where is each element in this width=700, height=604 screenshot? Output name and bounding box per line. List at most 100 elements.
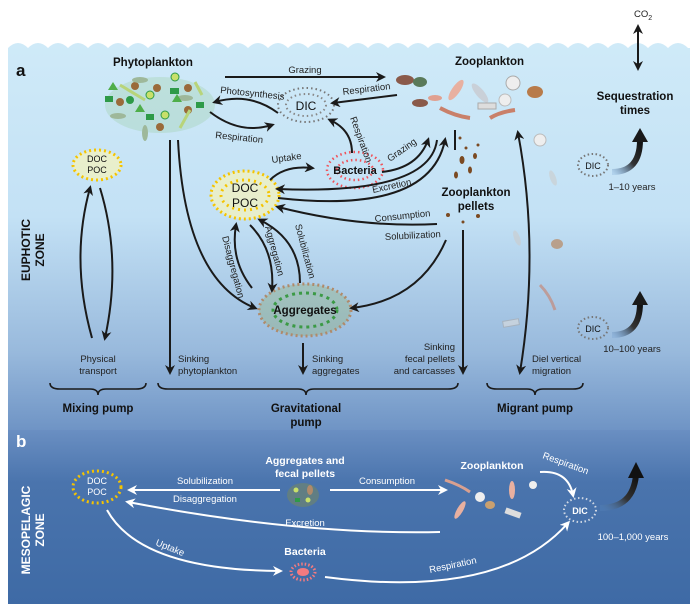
mesopelagic-zone-label: MESOPELAGIC ZONE: [19, 485, 47, 574]
pellets-to-aggregates-arrow: [349, 239, 447, 313]
meso-uptake-arrow: [106, 509, 283, 576]
svg-text:EUPHOTIC: EUPHOTIC: [19, 219, 33, 281]
panel-b-label: b: [16, 432, 26, 451]
meso-dic-cloud: [563, 497, 597, 523]
migrant-pump-label: Migrant pump: [497, 403, 573, 415]
grazing-bact-arrow: [381, 137, 431, 173]
phytoplankton-label: Phytoplankton: [113, 57, 193, 69]
meso-sequestration-time: 100–1,000 years: [598, 532, 669, 543]
pellets-dots: [446, 136, 480, 224]
sinking-phyto-line2: phytoplankton: [178, 366, 237, 377]
respiration-zoo-arrow: [330, 94, 398, 108]
dic-1-cloud: [577, 153, 609, 177]
meso-poc-label: POC: [87, 487, 107, 497]
disaggregation-arrow: [229, 222, 253, 289]
meso-bacteria-label: Bacteria: [284, 546, 326, 558]
sequestration-arrow-1: [611, 139, 643, 175]
doc-poc-cloud: [209, 169, 281, 221]
meso-aggregates-line2: fecal pellets: [275, 468, 335, 480]
sinking-agg-line2: aggregates: [312, 366, 360, 377]
meso-sequestration-arrow: [599, 474, 639, 511]
consumption-arrow: [277, 137, 449, 203]
euphotic-zone-label: EUPHOTIC ZONE: [19, 219, 47, 281]
uptake-label: Uptake: [271, 151, 302, 166]
panel-b-arrows: [106, 470, 577, 584]
migrant-brace: [486, 382, 584, 396]
meso-doc-poc-cloud: [71, 469, 123, 505]
sequestration-arrowhead-1: [632, 128, 648, 142]
bacteria-label: Bacteria: [333, 165, 377, 177]
mixing-pump-label: Mixing pump: [63, 403, 134, 415]
respiration-phyto-arrow: [209, 111, 275, 132]
time-2-label: 10–100 years: [603, 344, 661, 355]
dic-main-label: DIC: [296, 99, 317, 113]
migrating-zooplankton-icons: [502, 170, 563, 328]
physical-transport-line1: Physical: [80, 354, 115, 365]
solubilization-right-label: Solubilization: [385, 229, 441, 243]
respiration-phyto-label: Respiration: [215, 130, 264, 146]
meso-bacteria-cloud: [289, 562, 317, 582]
pump-braces: [49, 382, 584, 396]
svg-text:ZONE: ZONE: [33, 233, 47, 266]
respiration-bact-arrow: [327, 118, 353, 154]
sinking-phyto-line1: Sinking: [178, 354, 209, 365]
physical-transport-line2: transport: [79, 366, 117, 377]
meso-disaggregation-label: Disaggregation: [173, 494, 237, 505]
photosynthesis-arrow: [212, 95, 279, 114]
poc-label: POC: [232, 196, 258, 210]
dic-2-cloud: [577, 316, 609, 340]
uptake-arrow: [269, 162, 315, 181]
gravitational-brace: [157, 382, 459, 396]
meso-aggregates-cluster: [287, 483, 319, 507]
dic-1-label: DIC: [585, 161, 601, 171]
meso-zooplankton-icons: [444, 478, 537, 519]
meso-aggregates-line1: Aggregates and: [265, 455, 344, 467]
meso-excretion-label: Excretion: [285, 518, 325, 529]
diel-migration-line2: migration: [532, 366, 571, 377]
pellets-label-line1: Zooplankton: [442, 187, 511, 199]
meso-zooplankton-label: Zooplankton: [461, 460, 524, 472]
sinking-agg-line1: Sinking: [312, 354, 343, 365]
mixing-loop-arrow-left: [79, 185, 93, 339]
sequestration-title-line1: Sequestration: [597, 91, 674, 103]
mesopelagic-zone-water: [8, 430, 690, 604]
sequestration-arrowhead-2: [632, 291, 648, 305]
zooplankton-cluster-icon: [396, 75, 547, 147]
dic-2-label: DIC: [585, 324, 601, 334]
meso-consumption-label: Consumption: [359, 476, 415, 487]
gravitational-pump-line1: Gravitational: [271, 403, 341, 415]
svg-text:MESOPELAGIC: MESOPELAGIC: [19, 485, 33, 574]
phytoplankton-cluster-icon: [105, 72, 215, 141]
sequestration-arrow-2: [611, 302, 643, 338]
panel-a-label: a: [16, 61, 26, 80]
meso-respiration-bact-arrow: [324, 520, 570, 584]
aggregates-label: Aggregates: [273, 305, 336, 317]
solubilization-mid-arrow: [257, 218, 301, 284]
doc-label: DOC: [232, 181, 259, 195]
panel-a-arrows: [79, 72, 531, 375]
sinking-fecal-line2: fecal pellets: [405, 354, 455, 365]
meso-respiration-zoo-arrow: [539, 470, 577, 498]
co2-label: CO2: [634, 9, 652, 22]
sinking-fecal-line3: and carcasses: [394, 366, 456, 377]
meso-solubilization-label: Solubilization: [177, 476, 233, 487]
meso-doc-label: DOC: [87, 476, 108, 486]
mixing-doc-label: DOC: [87, 154, 108, 164]
meso-sequestration-arrowhead: [628, 462, 644, 478]
phyto-to-aggregates-arrow: [177, 139, 258, 311]
gravitational-pump-line2: pump: [290, 417, 321, 429]
sequestration-title-line2: times: [620, 105, 650, 117]
mixing-brace: [49, 382, 147, 396]
excretion-arrow: [275, 139, 438, 195]
mixing-doc-poc-cloud: [71, 148, 123, 182]
pellets-label-line2: pellets: [458, 201, 494, 213]
meso-excretion-arrow: [125, 498, 441, 534]
grazing-top-label: Grazing: [288, 65, 321, 76]
sinking-fecal-line1: Sinking: [424, 342, 455, 353]
meso-dic-label: DIC: [572, 506, 588, 516]
mixing-poc-label: POC: [87, 165, 107, 175]
svg-text:ZONE: ZONE: [33, 513, 47, 546]
aggregation-arrow: [249, 224, 278, 293]
mixing-loop-arrow-right: [99, 187, 114, 341]
